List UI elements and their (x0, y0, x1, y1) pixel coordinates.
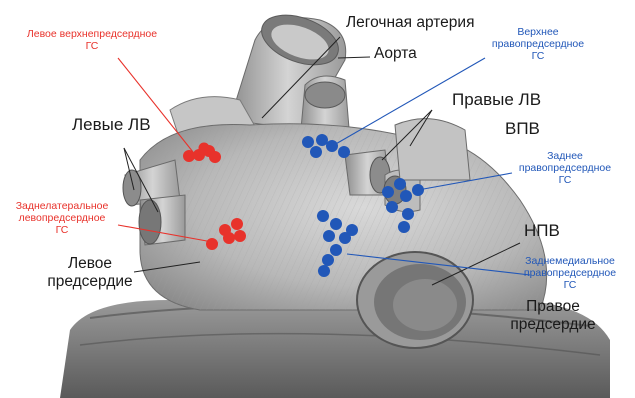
label-right-superior-gp: Верхнее правопредсердное ГС (478, 26, 598, 62)
label-right-superior-gp-line3: ГС (478, 50, 598, 62)
svc (395, 119, 470, 180)
label-right-posterior-gp-line3: ГС (505, 174, 625, 186)
label-left-posterolateral-gp: Заднелатеральное левопредсердное ГС (4, 200, 120, 236)
label-aorta: Аорта (374, 45, 417, 63)
label-right-posteromedial-gp-line2: правопредсердное (510, 267, 630, 279)
label-left-posterolateral-gp-line2: левопредсердное (4, 212, 120, 224)
label-right-posteromedial-gp-line3: ГС (510, 279, 630, 291)
label-right-posterior-gp-line1: Заднее (505, 150, 625, 162)
label-left-atrium: Левое предсердие (45, 255, 135, 291)
label-pulmonary-artery: Легочная артерия (346, 14, 474, 32)
label-right-pv: Правые ЛВ (452, 90, 541, 110)
label-svc: ВПВ (505, 119, 540, 139)
label-left-posterolateral-gp-line1: Заднелатеральное (4, 200, 120, 212)
label-left-atrium-line2: предсердие (45, 273, 135, 291)
label-left-superior-gp-line2: ГС (8, 40, 176, 52)
label-left-superior-gp: Левое верхнепредсердное ГС (8, 28, 176, 52)
label-right-superior-gp-line2: правопредсердное (478, 38, 598, 50)
label-right-atrium-line1: Правое (508, 298, 598, 316)
label-right-posterior-gp: Заднее правопредсердное ГС (505, 150, 625, 186)
label-right-atrium: Правое предсердие (508, 298, 598, 334)
label-left-posterolateral-gp-line3: ГС (4, 224, 120, 236)
label-left-pv: Левые ЛВ (72, 115, 151, 135)
label-right-atrium-line2: предсердие (508, 316, 598, 334)
label-right-superior-gp-line1: Верхнее (478, 26, 598, 38)
label-ivc: НПВ (524, 221, 560, 241)
label-left-atrium-line1: Левое (45, 255, 135, 273)
label-right-posteromedial-gp: Заднемедиальное правопредсердное ГС (510, 255, 630, 291)
label-right-posterior-gp-line2: правопредсердное (505, 162, 625, 174)
label-left-superior-gp-line1: Левое верхнепредсердное (8, 28, 176, 40)
label-right-posteromedial-gp-line1: Заднемедиальное (510, 255, 630, 267)
